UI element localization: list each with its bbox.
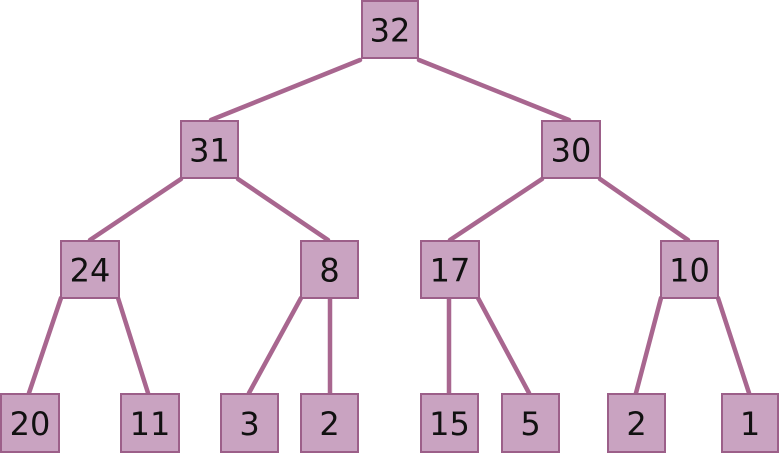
tree-node-n3: 3 <box>220 393 279 453</box>
tree-edge-n30-n10 <box>597 176 691 243</box>
node-box <box>420 393 479 453</box>
tree-edge-n10-n2b <box>633 295 664 396</box>
tree-node-n30: 30 <box>541 120 601 179</box>
tree-node-n11: 11 <box>120 393 180 453</box>
tree-edge-n30-n17 <box>447 176 545 243</box>
node-box <box>361 0 419 59</box>
edges-layer <box>26 57 752 396</box>
node-box <box>660 240 719 299</box>
tree-edge-n8-n3 <box>246 295 304 396</box>
node-label: 2 <box>319 405 339 443</box>
node-box <box>180 120 239 179</box>
node-box <box>721 393 779 453</box>
tree-node-n32: 32 <box>361 0 419 59</box>
node-box <box>120 393 180 453</box>
node-label: 11 <box>130 405 171 443</box>
tree-edge-n32-n30 <box>416 57 572 123</box>
node-label: 10 <box>669 252 710 290</box>
node-label: 1 <box>740 405 760 443</box>
node-label: 5 <box>520 405 540 443</box>
tree-edge-n17-n5 <box>475 295 532 396</box>
node-box <box>220 393 279 453</box>
node-box <box>0 393 60 453</box>
tree-edge-n24-n11 <box>115 295 151 396</box>
tree-node-n24: 24 <box>60 240 120 299</box>
node-box <box>607 393 666 453</box>
node-label: 15 <box>429 405 470 443</box>
node-box <box>501 393 560 453</box>
tree-node-n15: 15 <box>420 393 479 453</box>
node-label: 8 <box>319 252 339 290</box>
tree-node-n8: 8 <box>300 240 359 299</box>
node-label: 32 <box>370 12 411 50</box>
node-label: 17 <box>430 252 471 290</box>
tree-node-n31: 31 <box>180 120 239 179</box>
tree-node-n20: 20 <box>0 393 60 453</box>
node-box <box>60 240 120 299</box>
node-box <box>300 393 359 453</box>
tree-node-n2b: 2 <box>607 393 666 453</box>
node-label: 30 <box>551 132 592 170</box>
tree-edge-n32-n31 <box>208 57 363 123</box>
node-box <box>541 120 601 179</box>
tree-node-n1: 1 <box>721 393 779 453</box>
node-label: 24 <box>70 252 111 290</box>
node-label: 2 <box>626 405 646 443</box>
tree-node-n2a: 2 <box>300 393 359 453</box>
tree-node-n10: 10 <box>660 240 719 299</box>
tree-node-n5: 5 <box>501 393 560 453</box>
tree-edge-n31-n8 <box>235 176 331 243</box>
node-label: 3 <box>239 405 259 443</box>
tree-edge-n31-n24 <box>87 176 184 243</box>
node-box <box>420 240 480 299</box>
node-label: 31 <box>189 132 230 170</box>
tree-edge-n10-n1 <box>715 295 752 396</box>
node-label: 20 <box>10 405 51 443</box>
tree-node-n17: 17 <box>420 240 480 299</box>
node-box <box>300 240 359 299</box>
tree-edge-n24-n20 <box>26 295 64 396</box>
